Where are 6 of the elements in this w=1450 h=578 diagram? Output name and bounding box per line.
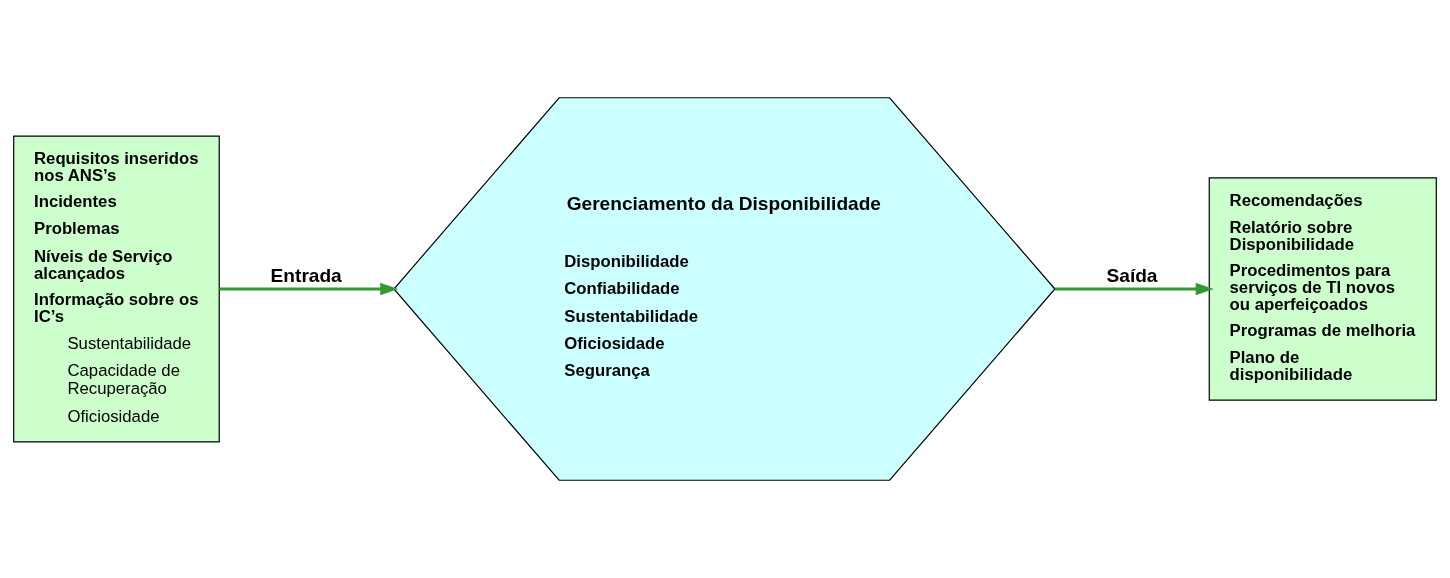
arrow bbox=[1054, 282, 1214, 296]
edge-label: Entrada bbox=[270, 264, 342, 286]
edge-label: Saída bbox=[1106, 264, 1158, 286]
node-box: Recomendações Relatório sobre Disponibilidade Procedimentos para serviços de TI novos ou aperfeiçoados Programas de melhoria Plano de disponibilidade bbox=[1208, 177, 1437, 401]
arrow bbox=[219, 282, 399, 296]
node-box: Requisitos inseridos nos ANS’s Incidentes Problemas Níveis de Serviço alcançados Informação sobre os IC’s Sustentabilidade Capacidade de Recuperação Oficiosidade bbox=[13, 135, 220, 443]
